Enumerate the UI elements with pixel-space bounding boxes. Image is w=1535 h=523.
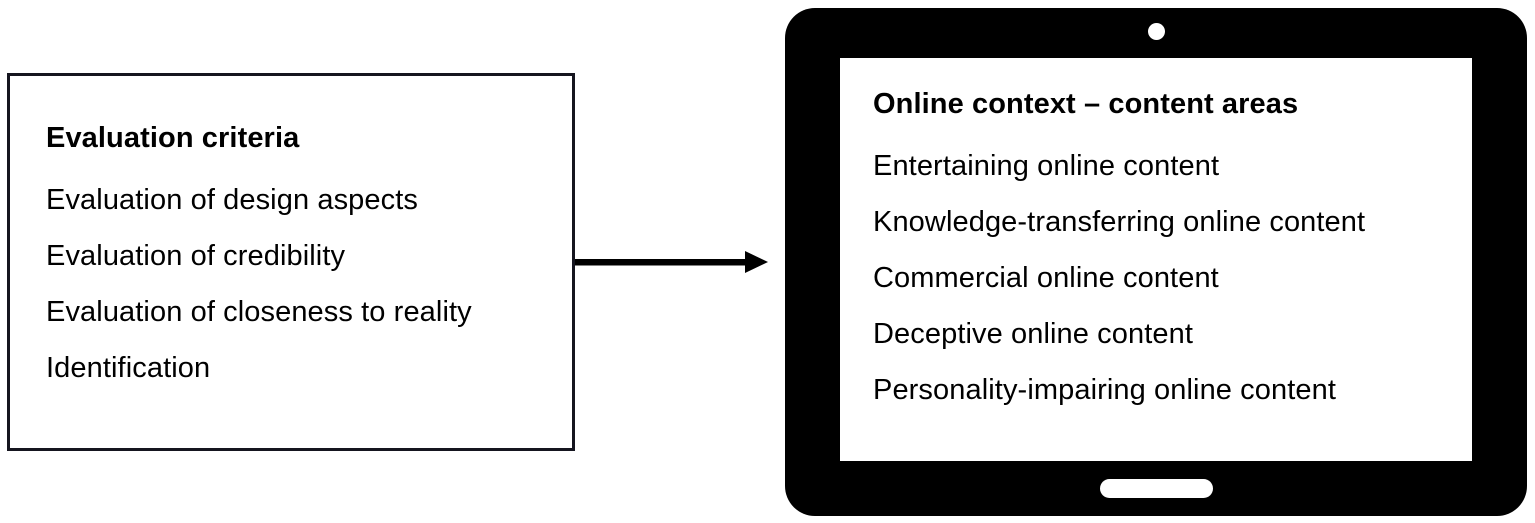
evaluation-criteria-content: Evaluation criteria Evaluation of design… [46,124,562,383]
right-arrow-icon [575,251,768,273]
content-area-knowledge-transferring: Knowledge-transferring online content [873,206,1366,238]
criteria-item-credibility: Evaluation of credibility [46,240,346,272]
content-area-personality-impairing: Personality-impairing online content [873,374,1337,406]
evaluation-criteria-title: Evaluation criteria [46,122,300,154]
evaluation-criteria-box: Evaluation criteria Evaluation of design… [7,73,575,451]
tablet-screen: Online context – content areas Entertain… [840,58,1472,461]
content-area-deceptive: Deceptive online content [873,318,1193,350]
content-area-entertaining: Entertaining online content [873,150,1220,182]
criteria-item-identification: Identification [46,352,211,384]
home-button-icon[interactable] [1100,479,1213,498]
criteria-item-closeness-to-reality: Evaluation of closeness to reality [46,296,472,328]
online-context-title: Online context – content areas [873,88,1299,120]
online-context-content: Online context – content areas Entertain… [873,90,1464,405]
criteria-item-design-aspects: Evaluation of design aspects [46,184,418,216]
tablet-device: Online context – content areas Entertain… [785,8,1527,516]
camera-dot-icon [1148,23,1165,40]
content-area-commercial: Commercial online content [873,262,1219,294]
